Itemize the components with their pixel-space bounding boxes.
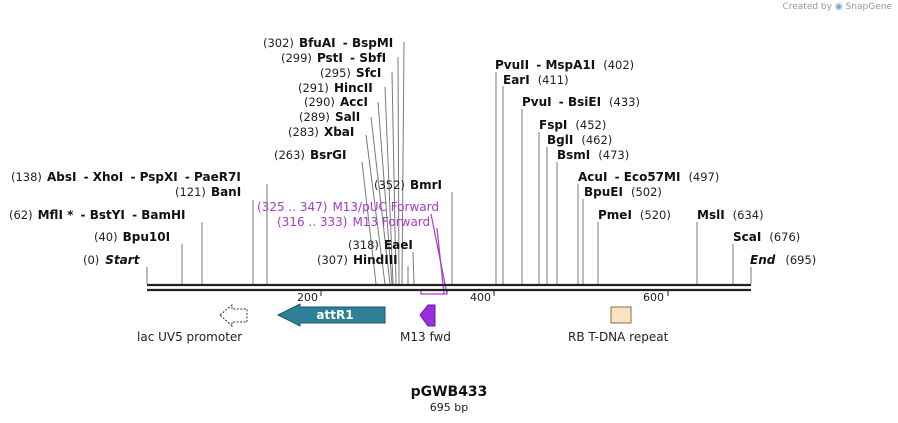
site-label: ScaI(676) xyxy=(733,230,800,244)
site-label: BglI(462) xyxy=(547,133,612,147)
site-label: PvuII - MspA1I(402) xyxy=(495,58,634,72)
tick-label-600: 600 xyxy=(643,291,664,304)
rb-tdna-repeat-label: RB T-DNA repeat xyxy=(568,330,669,344)
cut-line-acci xyxy=(377,101,393,285)
snapgene-credit: Created by ◉ SnapGene xyxy=(782,2,892,12)
lac-uv5-promoter-label: lac UV5 promoter xyxy=(137,330,242,344)
site-label: BsmI(473) xyxy=(557,148,629,162)
cut-site-labels: (302)BfuAI - BspMI (299)PstI - SbfI (295… xyxy=(9,36,816,267)
site-label: (295)SfcI xyxy=(320,66,381,80)
primer-line-m13-puc-forward xyxy=(430,213,448,295)
site-label: (352)BmrI xyxy=(374,178,442,192)
end-label: End(695) xyxy=(750,253,816,267)
cut-line-bfuai xyxy=(401,41,405,285)
plasmid-name: pGWB433 xyxy=(411,384,488,400)
site-label: (302)BfuAI - BspMI xyxy=(263,36,393,50)
site-label: EarI(411) xyxy=(503,73,569,87)
site-label: (290)AccI xyxy=(304,95,368,109)
attr1-label: attR1 xyxy=(316,308,353,322)
tick-label-200: 200 xyxy=(297,291,318,304)
cut-line-sfci xyxy=(391,71,397,285)
site-label: (121)BanI xyxy=(175,185,241,199)
site-label: MslI(634) xyxy=(697,208,764,222)
snapgene-logo-icon: ◉ xyxy=(834,2,843,12)
site-label: (283)XbaI xyxy=(288,125,354,139)
primer-line-m13-forward xyxy=(436,227,445,295)
primer-marks xyxy=(420,213,448,295)
plasmid-length: 695 bp xyxy=(430,401,468,414)
primer-label-m13-puc-forward: (325 .. 347)M13/pUC Forward xyxy=(257,200,439,214)
credit-prefix: Created by xyxy=(782,2,832,12)
primer-bracket xyxy=(420,290,448,295)
site-label: (40)Bpu10I xyxy=(94,230,170,244)
m13-fwd-arrow[interactable] xyxy=(419,304,436,327)
site-label: BpuEI(502) xyxy=(584,185,662,199)
lac-uv5-promoter-arrow[interactable] xyxy=(219,303,248,328)
cut-line-sali xyxy=(370,116,391,285)
tick-label-400: 400 xyxy=(470,291,491,304)
cut-line-xbai xyxy=(365,134,386,285)
cut-line-eaei xyxy=(412,251,415,285)
site-label: (138)AbsI - XhoI - PspXI - PaeR7I xyxy=(11,170,241,184)
features: lac UV5 promoter attR1 M13 fwd RB T-DNA … xyxy=(137,303,669,344)
site-label: FspI(452) xyxy=(539,118,606,132)
cut-site-lines xyxy=(146,41,752,285)
cut-line-hincii xyxy=(384,86,394,285)
site-label: PmeI(520) xyxy=(598,208,671,222)
rb-tdna-repeat-box[interactable] xyxy=(610,306,632,324)
backbone: 200 400 600 xyxy=(147,283,751,304)
primer-label-m13-forward: (316 .. 333)M13 Forward xyxy=(277,215,430,229)
site-label: (263)BsrGI xyxy=(274,148,346,162)
site-label: AcuI - Eco57MI(497) xyxy=(578,170,719,184)
site-label: (318)EaeI xyxy=(348,238,413,252)
site-label: PvuI - BsiEI(433) xyxy=(522,95,640,109)
m13-fwd-label: M13 fwd xyxy=(400,330,451,344)
cut-line-psti xyxy=(397,56,400,285)
credit-brand: SnapGene xyxy=(845,2,892,12)
site-label: (62)MflI * - BstYI - BamHI xyxy=(9,208,186,222)
site-label: (291)HincII xyxy=(298,81,373,95)
site-label: (299)PstI - SbfI xyxy=(281,51,386,65)
cut-line-bsrgi xyxy=(361,161,377,285)
site-label: (289)SalI xyxy=(299,110,360,124)
start-label: (0)Start xyxy=(83,253,141,267)
attr1-arrow[interactable] xyxy=(276,303,386,327)
site-label: (307)HindIII xyxy=(317,253,398,267)
